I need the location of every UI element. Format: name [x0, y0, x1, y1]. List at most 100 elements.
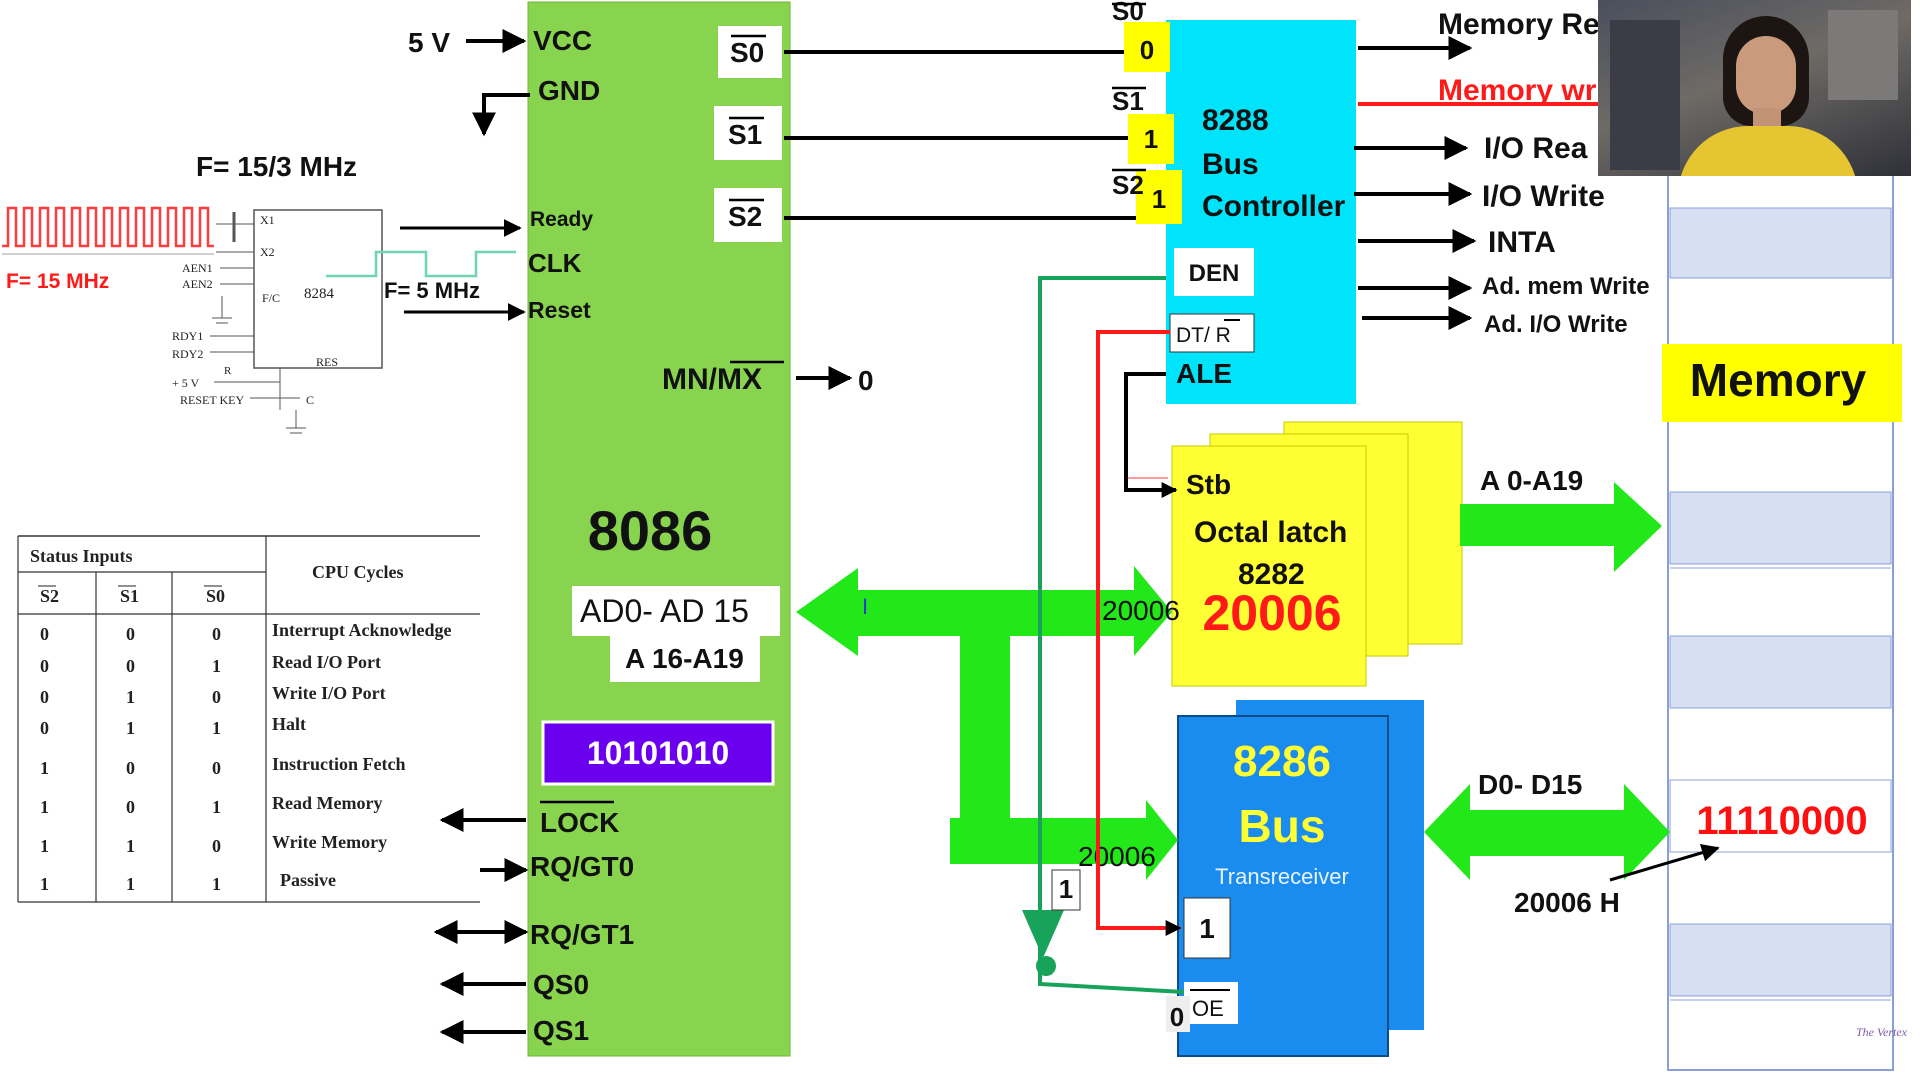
chip-8284: [253, 209, 383, 369]
output-memory-write: Memory wr: [1438, 74, 1597, 107]
table-cell-s0: 1: [212, 874, 221, 894]
pin-reset: Reset: [528, 297, 591, 323]
output-inta: INTA: [1488, 226, 1556, 259]
pin-dt-r: DT/ R: [1176, 324, 1231, 347]
svg-text:RDY2: RDY2: [172, 347, 203, 361]
pin-clk: CLK: [528, 248, 582, 278]
vcc-input-label: 5 V: [408, 27, 450, 58]
presenter-webcam: [1598, 0, 1911, 176]
table-cell-cycle: Read I/O Port: [272, 652, 381, 672]
controller-label-s2: S2: [1112, 170, 1144, 200]
pin-ready: Ready: [530, 208, 593, 231]
latch-value: 20006: [1202, 585, 1341, 641]
clk-waveform: [326, 250, 516, 278]
svg-text:X2: X2: [260, 245, 275, 259]
table-cell-cycle: Halt: [272, 714, 306, 734]
controller-title-1: 8288: [1202, 104, 1269, 137]
table-cell-s1: 1: [126, 874, 135, 894]
table-cell-s0: 1: [212, 797, 221, 817]
table-cell-s2: 0: [40, 656, 49, 676]
den-wire: [1038, 276, 1185, 994]
transceiver-title-2: Bus: [1239, 800, 1326, 852]
controller-input-s0: 0: [1140, 35, 1154, 65]
pin-mn-mx: MN/MX: [662, 363, 762, 396]
transceiver-title-3: Transreceiver: [1215, 864, 1349, 889]
pin-den: DEN: [1189, 260, 1240, 287]
svg-text:F/C: F/C: [262, 291, 280, 305]
table-cell-s0: 1: [212, 718, 221, 738]
bus-controller-8288: 8288 Bus Controller 0 1 1 S0 S1 S2 DEN D…: [1112, 0, 1356, 404]
transceiver-addr-in: 20006: [1078, 841, 1156, 872]
latch-stb: Stb: [1186, 469, 1231, 500]
pin-rqgt0: RQ/GT0: [530, 851, 634, 882]
dtr-wire: [1096, 330, 1182, 936]
gate-value: 1: [1059, 874, 1073, 904]
table-cell-s0: 0: [212, 758, 221, 778]
cpu-data-value: 10101010: [587, 735, 729, 771]
table-cell-cycle: Passive: [280, 870, 336, 890]
pin-vcc: VCC: [533, 25, 592, 56]
table-cell-s1: 0: [126, 656, 135, 676]
pin-qs1: QS1: [533, 1015, 589, 1046]
latch-title-1: Octal latch: [1194, 516, 1347, 549]
table-cell-s1: 0: [126, 624, 135, 644]
table-cell-cycle: Write I/O Port: [272, 683, 386, 703]
pin-s1: S1: [728, 119, 762, 150]
bus-label-ad: AD0- AD 15: [580, 593, 749, 629]
table-cell-s2: 1: [40, 758, 49, 778]
clock-freq-in: F= 15 MHz: [6, 270, 109, 293]
bus-cursor: I: [862, 594, 868, 619]
clock-generator: F= 15/3 MHz F= 15 MHz X1 X2 AEN1 AEN2 F/…: [2, 151, 526, 434]
pin-ale: ALE: [1176, 358, 1232, 389]
output-ad-mem-write: Ad. mem Write: [1482, 273, 1650, 300]
table-cell-s2: 0: [40, 624, 49, 644]
input-waveform: [2, 206, 214, 248]
svg-text:+ 5 V: + 5 V: [172, 376, 200, 390]
pin-rqgt1: RQ/GT1: [530, 919, 634, 950]
output-ad-io-write: Ad. I/O Write: [1484, 311, 1628, 338]
pin-lock: LOCK: [540, 807, 619, 838]
controller-label-s1: S1: [1112, 86, 1144, 116]
cpu-8086: 8086 VCC GND Ready CLK Reset S0 S1 S2 MN…: [527, 1, 791, 1057]
table-cell-s0: 0: [212, 624, 221, 644]
address-data-bus: [796, 482, 1670, 880]
svg-text:X1: X1: [260, 213, 275, 227]
controller-title-3: Controller: [1202, 190, 1346, 223]
pin-s2: S2: [728, 201, 762, 232]
table-cell-s1: 0: [126, 797, 135, 817]
table-cell-s2: 0: [40, 718, 49, 738]
svg-text:R: R: [224, 365, 232, 377]
table-cell-cycle: Read Memory: [272, 793, 382, 813]
table-cell-cycle: Instruction Fetch: [272, 754, 406, 774]
table-cell-s2: 1: [40, 797, 49, 817]
table-cell-s2: 0: [40, 687, 49, 707]
table-cell-s2: 1: [40, 836, 49, 856]
mn-mx-value: 0: [858, 365, 874, 396]
octal-latch-8282: Stb Octal latch 8282 20006: [1171, 421, 1463, 687]
table-cell-s1: 1: [126, 836, 135, 856]
table-col-s2: S2: [40, 586, 59, 606]
clock-freq-out: F= 5 MHz: [384, 278, 480, 303]
memory-column: Memory 11110000: [1662, 174, 1902, 1071]
controller-input-s2: 1: [1152, 184, 1166, 214]
memory-address: 20006 H: [1514, 887, 1620, 918]
watermark: The Vertex: [1856, 1025, 1908, 1039]
ale-wire: [1124, 372, 1178, 498]
transceiver-oe-value: 0: [1170, 1002, 1184, 1032]
data-bus-label: D0- D15: [1478, 769, 1582, 800]
table-col-s0: S0: [206, 586, 225, 606]
memory-title-box: [1662, 344, 1902, 422]
address-bus-label: A 0-A19: [1480, 465, 1583, 496]
controller-title-2: Bus: [1202, 148, 1259, 181]
table-header-cycles: CPU Cycles: [312, 562, 403, 582]
table-cell-s1: 1: [126, 718, 135, 738]
table-header-status: Status Inputs: [30, 546, 133, 566]
output-memory-read: Memory Re: [1438, 8, 1600, 41]
table-cell-cycle: Write Memory: [272, 832, 387, 852]
table-cell-s1: 1: [126, 687, 135, 707]
svg-text:RESET KEY: RESET KEY: [180, 393, 244, 407]
controller-outputs: Memory Re Memory wr I/O Rea I/O Write IN…: [1354, 8, 1650, 338]
svg-text:AEN1: AEN1: [182, 261, 213, 275]
transceiver-8286: 8286 Bus Transreceiver 1 OE 0: [1166, 700, 1424, 1057]
